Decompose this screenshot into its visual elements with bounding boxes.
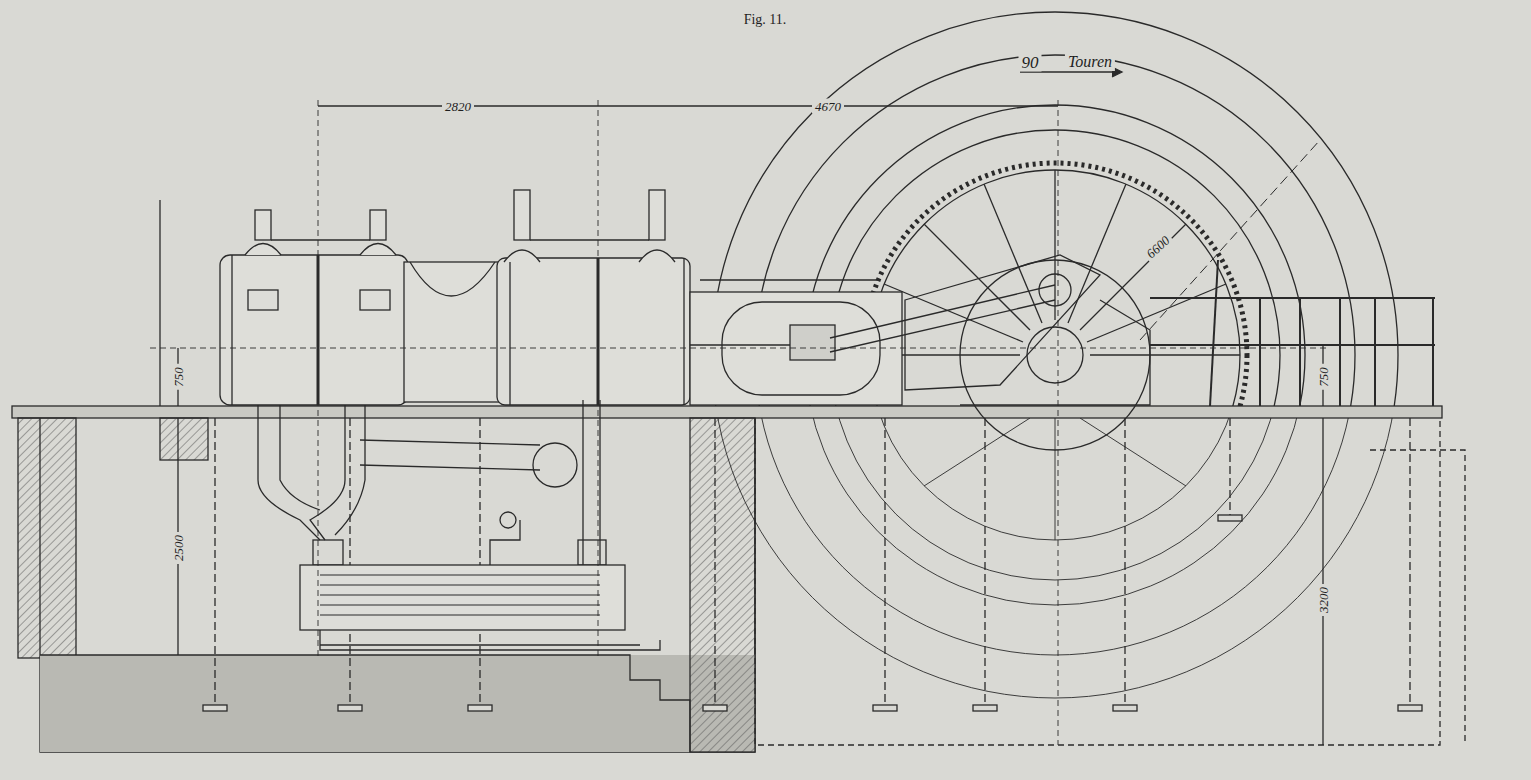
dimension: 3200 [1316,584,1331,616]
dimension: 2820 [442,99,474,114]
speed-unit: Touren [1065,53,1115,71]
dimension: 750 [1316,364,1331,390]
figure-title: Fig. 11. [741,12,790,28]
speed-value: 90 [1019,53,1042,72]
dimension: 6600 [1141,231,1175,264]
dimension: 4670 [812,99,844,114]
dimension: 750 [171,364,186,390]
dimension: 2500 [171,532,186,564]
